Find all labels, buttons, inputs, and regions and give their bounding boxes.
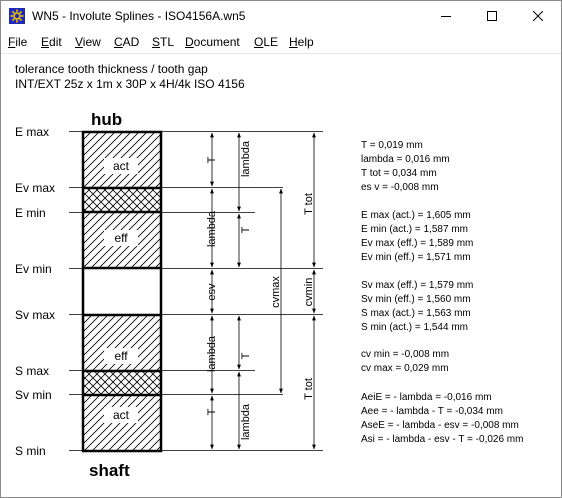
zone-label-act-bottom: act: [113, 408, 130, 422]
dim-t-tot-bottom: T tot: [303, 378, 315, 400]
dim-t-a: T: [206, 156, 218, 163]
level-ev-min: Ev min: [15, 262, 52, 276]
value-lambda: lambda = 0,016 mm: [361, 154, 450, 165]
maximize-icon: [487, 11, 497, 21]
dim-t-b: T: [240, 226, 252, 233]
header-line-1: tolerance tooth thickness / tooth gap: [15, 62, 208, 76]
value-asee: AseE = - lambda - esv = -0,008 mm: [361, 420, 519, 431]
minimize-button[interactable]: [423, 1, 469, 31]
dim-t-d: T: [206, 408, 218, 415]
dim-t-c: T: [240, 352, 252, 359]
value-esv: es v = -0,008 mm: [361, 182, 439, 193]
column-outlines: [81, 130, 163, 453]
dim-lambda-b: lambda: [206, 210, 218, 247]
menu-divider: [1, 53, 561, 54]
close-button[interactable]: [515, 1, 561, 31]
level-sv-max: Sv max: [15, 308, 55, 322]
value-e-max: E max (act.) = 1,605 mm: [361, 210, 471, 221]
value-t: T = 0,019 mm: [361, 140, 423, 151]
dim-lambda-c: lambda: [206, 335, 218, 372]
dim-cvmin: cvmin: [303, 278, 315, 307]
close-icon: [533, 11, 543, 21]
value-cv-min: cv min = -0,008 mm: [361, 349, 450, 360]
value-e-min: E min (act.) = 1,587 mm: [361, 224, 468, 235]
dimension-arrows: [210, 132, 316, 450]
menu-edit[interactable]: Edit: [41, 35, 62, 49]
maximize-button[interactable]: [469, 1, 515, 31]
menu-bar: File Edit View CAD STL Document OLE Help: [1, 31, 561, 53]
minimize-icon: [441, 16, 451, 17]
label-bg-eff-bottom: [104, 348, 138, 364]
zone-label-act-top: act: [113, 159, 130, 173]
value-sv-max: Sv max (eff.) = 1,579 mm: [361, 280, 474, 291]
menu-file[interactable]: File: [8, 35, 28, 49]
hub-label: hub: [91, 110, 122, 129]
value-aee: Aee = - lambda - T = -0,034 mm: [361, 406, 503, 417]
zone-overlap-bottom: [83, 371, 161, 395]
zone-overlap-top: [83, 188, 161, 212]
window-title: WN5 - Involute Splines - ISO4156A.wn5: [32, 9, 246, 23]
header-line-2: INT/EXT 25z x 1m x 30P x 4H/4k ISO 4156: [15, 77, 245, 91]
level-e-max: E max: [15, 125, 49, 139]
tolerance-diagram: hub shaft E max Ev max E min Ev min Sv m…: [15, 110, 323, 480]
value-cv-max: cv max = 0,029 mm: [361, 363, 449, 374]
menu-help[interactable]: Help: [289, 35, 314, 49]
level-sv-min: Sv min: [15, 388, 52, 402]
value-sv-min: Sv min (eff.) = 1,560 mm: [361, 294, 471, 305]
document-view[interactable]: tolerance tooth thickness / tooth gap IN…: [1, 54, 561, 497]
title-bar[interactable]: WN5 - Involute Splines - ISO4156A.wn5: [1, 1, 561, 31]
shaft-label: shaft: [89, 461, 130, 480]
label-bg-eff-top: [104, 230, 138, 246]
value-ev-max: Ev max (eff.) = 1,589 mm: [361, 238, 474, 249]
menu-ole[interactable]: OLE: [254, 35, 279, 49]
level-ev-max: Ev max: [15, 181, 55, 195]
menu-document[interactable]: Document: [185, 35, 240, 49]
menu-stl[interactable]: STL: [152, 35, 175, 49]
label-bg-act-top: [104, 158, 138, 174]
dim-esv: esv: [206, 283, 218, 301]
zone-label-eff-top: eff: [114, 231, 128, 245]
dim-lambda-d: lambda: [240, 403, 252, 440]
dim-t-tot-top: T tot: [303, 193, 315, 215]
menu-view[interactable]: View: [75, 35, 101, 49]
level-s-max: S max: [15, 364, 49, 378]
value-asi: Asi = - lambda - esv - T = -0,026 mm: [361, 434, 524, 445]
app-icon[interactable]: [9, 8, 25, 24]
level-e-min: E min: [15, 206, 46, 220]
dim-lambda-a: lambda: [240, 140, 252, 177]
label-bg-act-bottom: [104, 407, 138, 423]
value-s-min: S min (act.) = 1,544 mm: [361, 322, 468, 333]
zone-label-eff-bottom: eff: [114, 349, 128, 363]
menu-cad[interactable]: CAD: [114, 35, 140, 49]
level-s-min: S min: [15, 444, 46, 458]
value-t-tot: T tot = 0,034 mm: [361, 168, 437, 179]
dim-cvmax: cvmax: [270, 276, 282, 308]
value-ev-min: Ev min (eff.) = 1,571 mm: [361, 252, 471, 263]
value-s-max: S max (act.) = 1,563 mm: [361, 308, 471, 319]
value-aeie: AeiE = - lambda = -0,016 mm: [361, 392, 492, 403]
